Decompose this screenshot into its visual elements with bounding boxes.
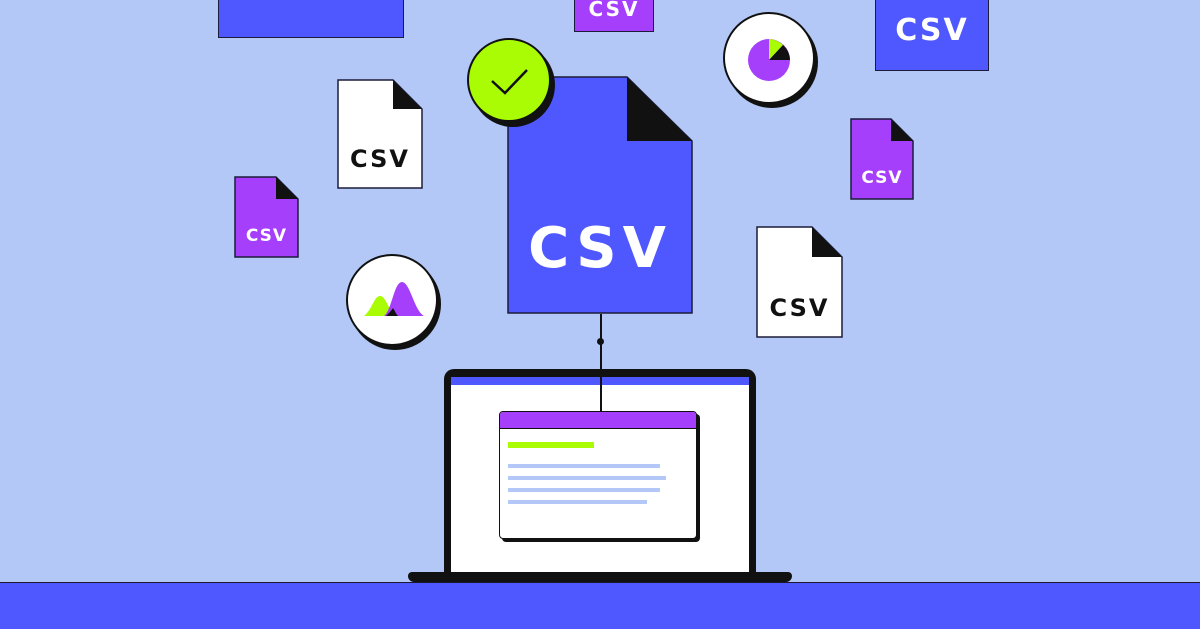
main-csv-file: CSV [507,76,693,314]
csv-file-white-upper-left: CSV [337,79,423,189]
blue-card-top-left [218,0,404,38]
csv-label: CSV [861,168,903,188]
csv-label: CSV [528,216,672,281]
window-title-bar [500,412,696,429]
connector-dot [597,338,604,345]
csv-file-purple-left: CSV [234,176,299,258]
csv-label: CSV [895,13,969,48]
desk-surface [0,582,1200,629]
csv-label: CSV [350,145,410,173]
csv-label: CSV [769,294,830,322]
pie-chart-icon [748,39,790,81]
checkmark-badge [467,38,551,122]
distribution-chart-icon [364,282,424,316]
pie-chart-badge [723,12,815,104]
csv-file-purple-right: CSV [850,118,914,200]
app-window [499,411,697,539]
distribution-chart-badge [346,254,438,346]
connector-line [600,314,602,412]
csv-file-white-right: CSV [756,226,843,338]
csv-card-top-center: CSV [574,0,654,32]
laptop-base [408,572,792,582]
text-line [508,476,666,480]
text-line [508,464,660,468]
text-line [508,500,647,504]
csv-card-top-right: CSV [875,0,989,71]
heading-bar [508,442,594,448]
csv-label: CSV [588,0,640,21]
checkmark-icon [491,69,528,95]
csv-label: CSV [245,226,288,246]
text-line [508,488,660,492]
